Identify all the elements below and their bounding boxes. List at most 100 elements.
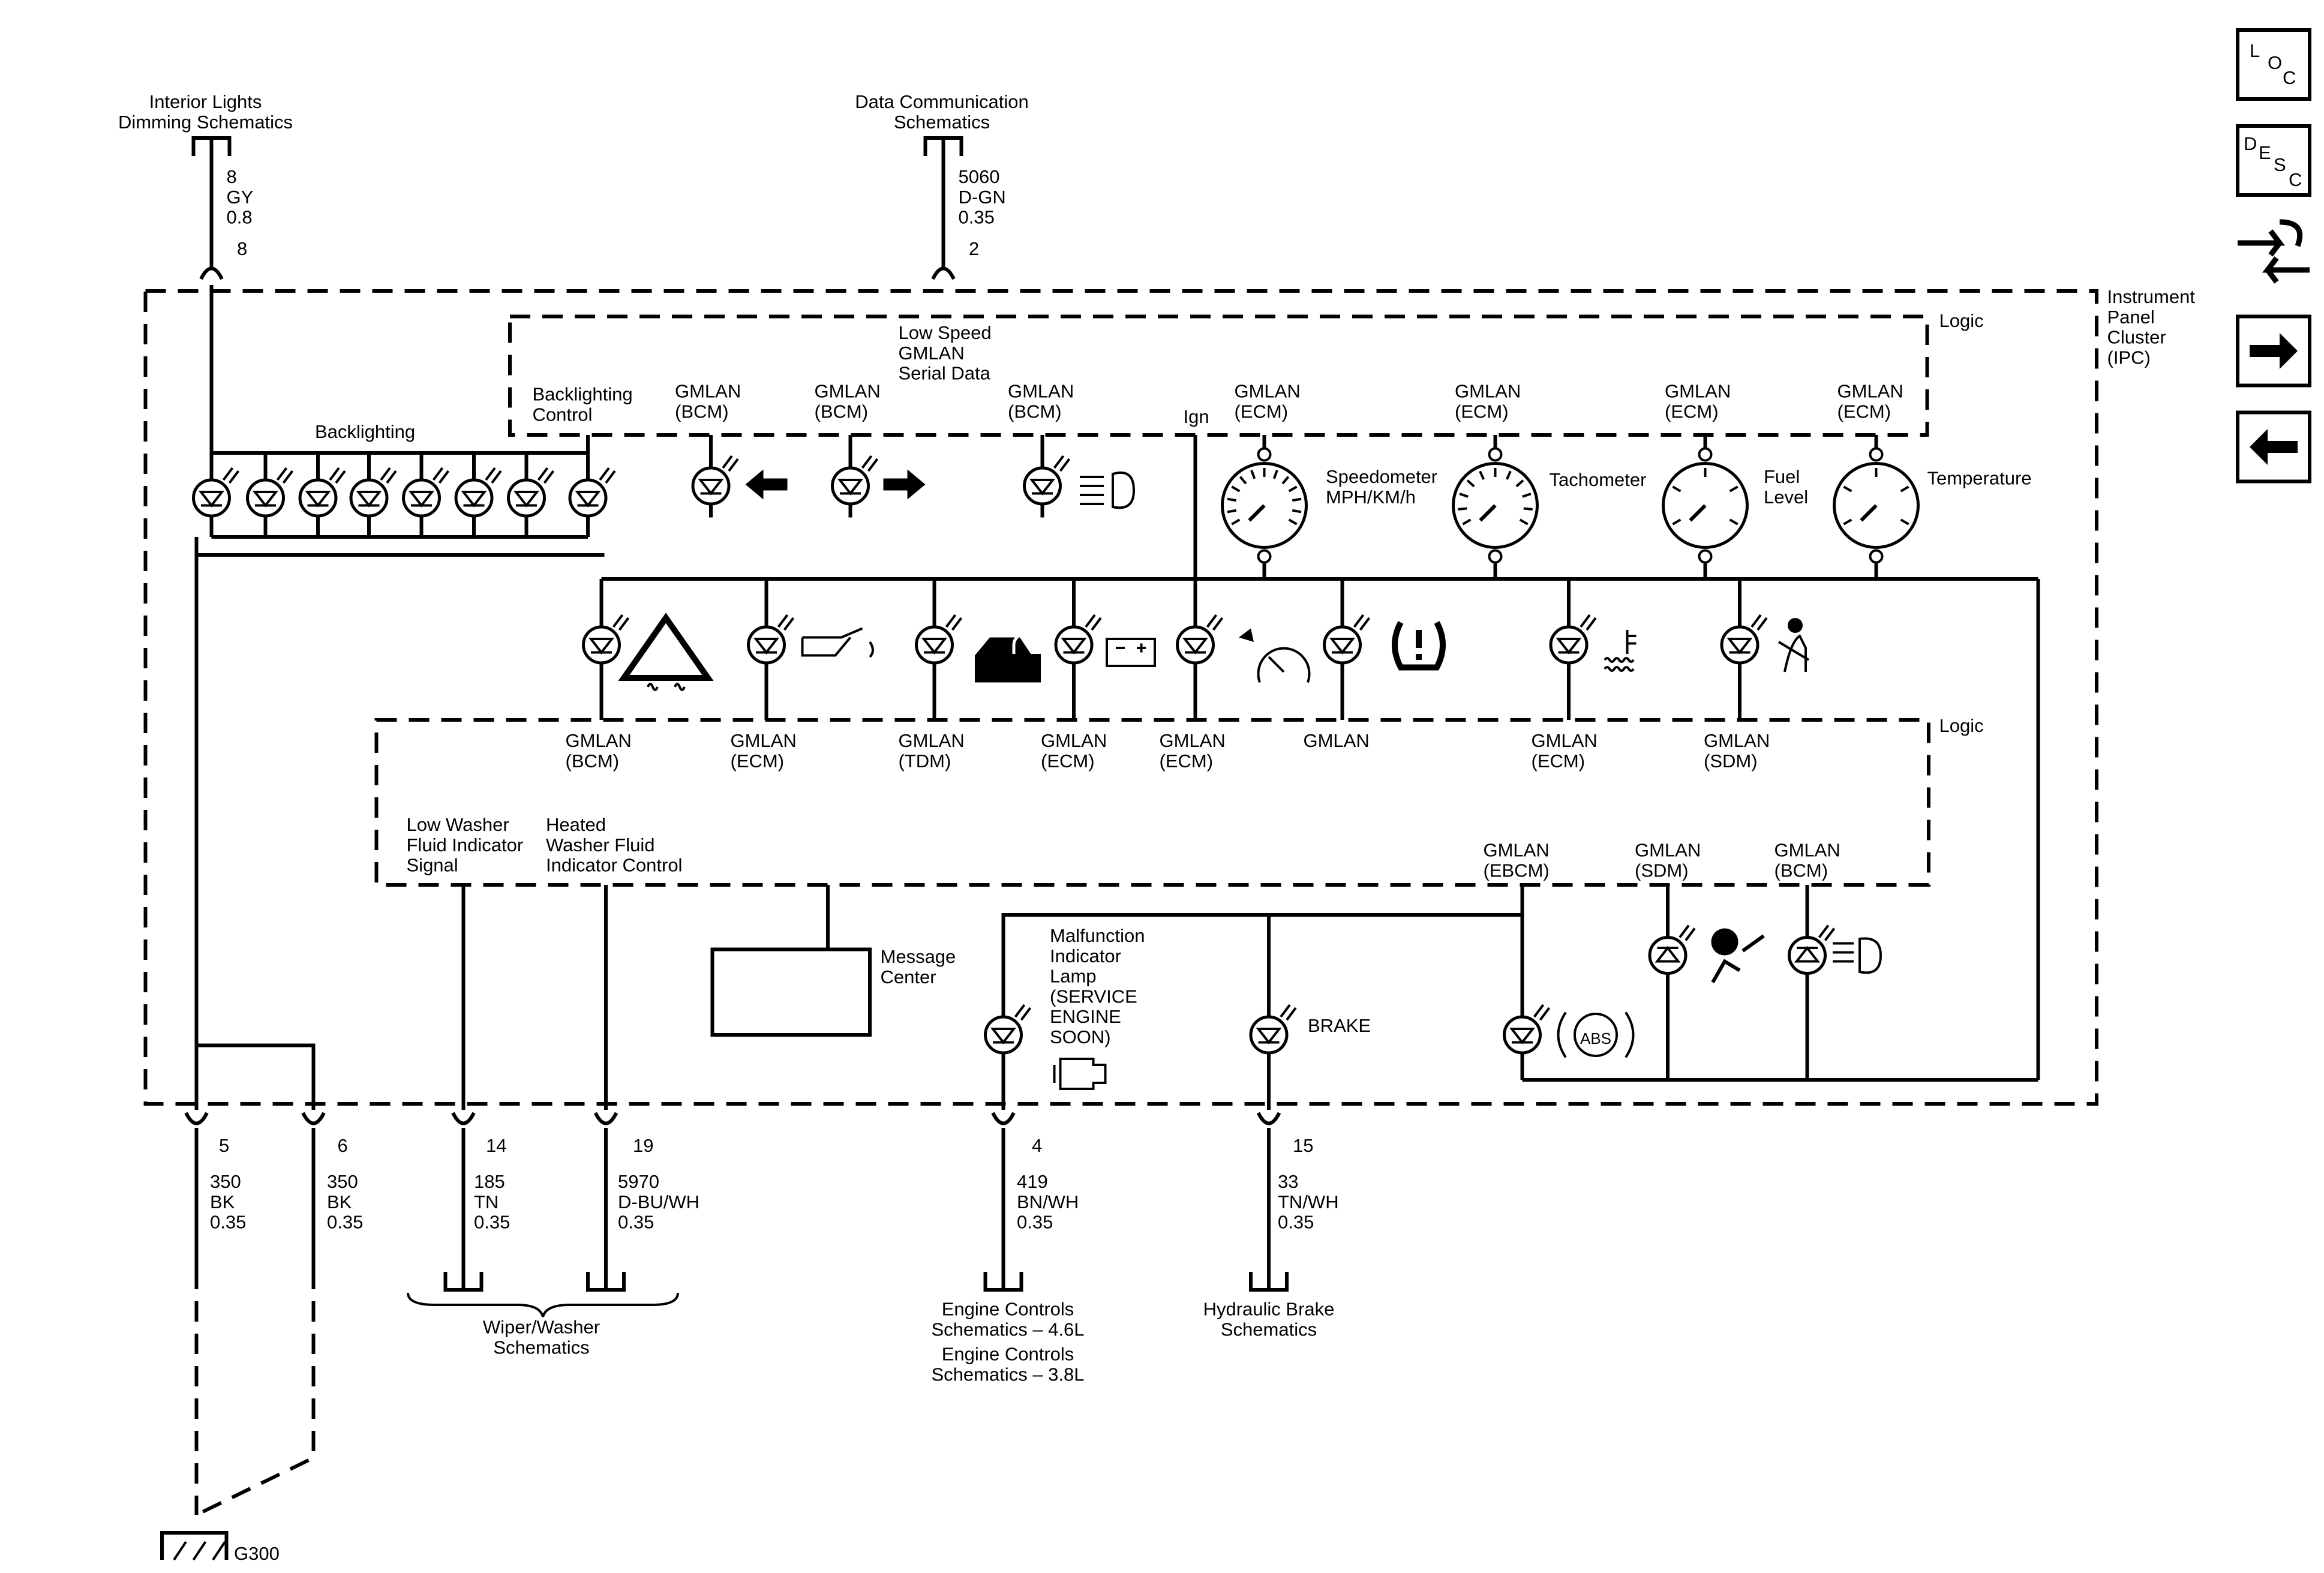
security-lamp — [915, 614, 963, 665]
arrow-right-nav-icon — [2250, 333, 2298, 369]
wire-circuit-p4: 419 — [1017, 1171, 1048, 1192]
wiper-washer-label-line-0: Wiper/Washer — [483, 1317, 600, 1338]
pin-p4: 4 — [1032, 1135, 1042, 1156]
mil-lamp — [984, 1004, 1032, 1055]
gmlan-label-top-1-line-0: GMLAN — [815, 381, 881, 402]
arrow-left-nav-icon — [2250, 429, 2298, 465]
wire-color-p19: D-BU/WH — [618, 1191, 699, 1212]
temperature-gauge — [1833, 447, 1920, 564]
wire-size-top_left: 0.8 — [227, 207, 253, 228]
desc-letter: S — [2274, 154, 2286, 175]
engine-controls-38-label-line-0: Engine Controls — [942, 1344, 1074, 1365]
wire-circuit-top_mid: 5060 — [959, 166, 1000, 187]
traction-lamp — [582, 614, 630, 665]
gmlan-label-top-2-line-1: (BCM) — [1008, 401, 1062, 422]
wire-color-p6: BK — [327, 1191, 352, 1212]
wiper-brace — [407, 1292, 679, 1317]
wire-color-top_left: GY — [227, 187, 254, 208]
charge-lamp — [1054, 614, 1102, 665]
low-speed-gmlan-label-line-2: Serial Data — [899, 363, 991, 384]
backlight-lamp-5 — [402, 467, 450, 518]
speedometer-label-line-1: MPH/KM/h — [1326, 487, 1416, 508]
desc-letter: D — [2244, 133, 2257, 154]
connector-pin-15 — [1256, 1112, 1281, 1125]
abs-label: ABS — [1580, 1029, 1611, 1047]
speedometer-label-line-0: Speedometer — [1326, 466, 1437, 487]
hydraulic-brake-label-line-1: Schematics — [1221, 1319, 1317, 1340]
gmlan-label-mid-7-line-1: (SDM) — [1704, 751, 1758, 772]
logic-box-top — [508, 314, 1929, 437]
heated-washer-label-line-2: Indicator Control — [546, 855, 682, 876]
backlight-lamp-8 — [568, 467, 616, 518]
message-center-label-line-1: Center — [881, 966, 936, 987]
ground-label: G300 — [234, 1543, 280, 1564]
seatbelt-icon — [1777, 618, 1810, 673]
low-washer-label-line-1: Fluid Indicator — [407, 834, 524, 855]
gmlan-label-top-3-line-1: (ECM) — [1235, 401, 1289, 422]
wire-color-p14: TN — [474, 1191, 499, 1212]
gmlan-label-mid-2-line-1: (TDM) — [899, 751, 951, 772]
gmlan-label-top-5-line-0: GMLAN — [1665, 381, 1731, 402]
gmlan-label-mid-0-line-0: GMLAN — [566, 730, 632, 751]
desc-letter: E — [2259, 142, 2271, 163]
tachometer-label: Tachometer — [1550, 469, 1647, 490]
low-speed-gmlan-label-line-0: Low Speed — [899, 322, 992, 343]
gmlan-label-bottom-0-line-1: (EBCM) — [1484, 860, 1550, 881]
wire-color-p5: BK — [210, 1191, 235, 1212]
mil-label-line-3: (SERVICE — [1050, 986, 1137, 1007]
engine-icon — [1053, 1058, 1107, 1090]
gmlan-label-top-1-line-1: (BCM) — [815, 401, 869, 422]
next-button[interactable] — [2236, 314, 2311, 388]
mil-label-line-2: Lamp — [1050, 966, 1097, 987]
message-center-label-line-0: Message — [881, 946, 956, 967]
gmlan-label-top-2-line-0: GMLAN — [1008, 381, 1074, 402]
arrow-right-icon — [883, 469, 926, 500]
engine-controls-38-label-line-1: Schematics – 3.8L — [931, 1364, 1084, 1385]
gmlan-label-mid-5-line-0: GMLAN — [1304, 730, 1370, 751]
pin-p5: 5 — [219, 1135, 229, 1156]
logic-label-top: Logic — [1939, 310, 1984, 331]
tachometer-gauge — [1452, 447, 1539, 564]
gmlan-label-mid-3-line-0: GMLAN — [1041, 730, 1107, 751]
engine-controls-46-label-line-0: Engine Controls — [942, 1299, 1074, 1320]
schematic-flow-icon[interactable] — [2238, 219, 2310, 284]
gmlan-label-top-4-line-0: GMLAN — [1455, 381, 1521, 402]
mil-label-line-4: ENGINE — [1050, 1006, 1121, 1027]
gmlan-label-mid-6-line-1: (ECM) — [1532, 751, 1586, 772]
airbag-icon — [1711, 928, 1765, 983]
gmlan-label-top-0-line-0: GMLAN — [675, 381, 741, 402]
logic-box-bottom — [374, 718, 1930, 887]
wire-circuit-p5: 350 — [210, 1171, 241, 1192]
tire-pressure-icon — [1392, 621, 1446, 671]
cruise-lamp — [1176, 614, 1224, 665]
turn-right-lamp — [831, 455, 879, 506]
ground-wire-dashed — [194, 1269, 316, 1517]
gmlan-label-bottom-2-line-0: GMLAN — [1774, 840, 1840, 861]
mil-label-line-0: Malfunction — [1050, 925, 1145, 946]
brake-label: BRAKE — [1308, 1015, 1371, 1036]
coolant-temp-icon — [1604, 630, 1637, 672]
loc-letter: L — [2250, 40, 2260, 61]
gmlan-label-top-5-line-1: (ECM) — [1665, 401, 1719, 422]
oil-can-icon — [801, 627, 874, 658]
gmlan-label-mid-4-line-0: GMLAN — [1160, 730, 1226, 751]
connector-pin-8 — [199, 266, 224, 280]
low-speed-gmlan-label-line-1: GMLAN — [899, 343, 965, 364]
wire-size-p5: 0.35 — [210, 1212, 246, 1233]
data-comm-label-line-1: Schematics — [894, 112, 990, 133]
gmlan-label-top-0-line-1: (BCM) — [675, 401, 729, 422]
gmlan-label-mid-1-line-0: GMLAN — [731, 730, 797, 751]
wire-size-p4: 0.35 — [1017, 1212, 1053, 1233]
fuel-level-label-line-1: Level — [1764, 487, 1808, 508]
connector-pin-5 — [184, 1112, 209, 1125]
wire-circuit-top_left: 8 — [227, 166, 237, 187]
loc-button[interactable]: LOC — [2236, 28, 2311, 101]
speedometer-gauge — [1221, 447, 1308, 564]
battery-icon — [1106, 638, 1156, 667]
gmlan-label-mid-0-line-1: (BCM) — [566, 751, 620, 772]
previous-button[interactable] — [2236, 410, 2311, 484]
